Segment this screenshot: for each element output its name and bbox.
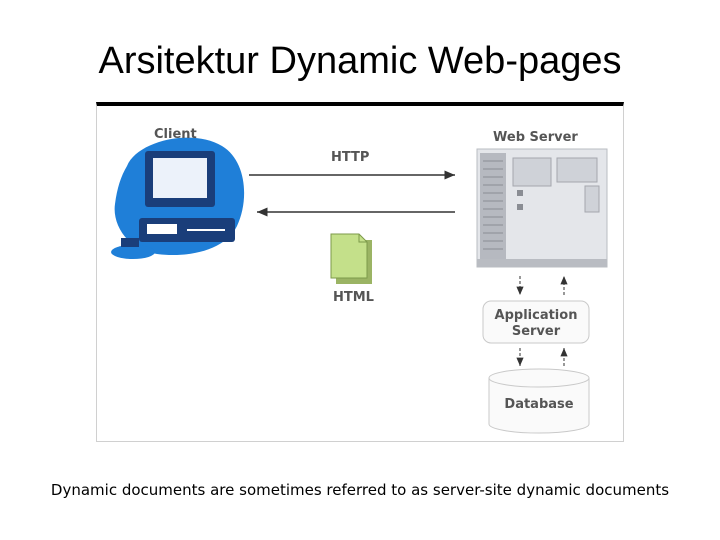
slide-title: Arsitektur Dynamic Web-pages bbox=[98, 40, 622, 82]
architecture-diagram-svg: Client HTTP HTML Web Server bbox=[111, 127, 608, 434]
application-server-label-line1: Application bbox=[495, 308, 578, 323]
client-computer-icon bbox=[111, 137, 245, 259]
application-server-box bbox=[482, 300, 590, 344]
html-label: HTML bbox=[333, 290, 374, 305]
http-label: HTTP bbox=[331, 150, 369, 165]
web-server-icon bbox=[476, 148, 608, 268]
database-label: Database bbox=[504, 397, 573, 412]
application-server-label-line2: Server bbox=[512, 324, 561, 339]
architecture-diagram: Client HTTP HTML Web Server bbox=[96, 102, 624, 442]
html-document-icon bbox=[330, 233, 372, 284]
database-icon bbox=[488, 368, 590, 434]
slide-caption: Dynamic documents are sometimes referred… bbox=[50, 481, 670, 499]
web-server-label: Web Server bbox=[493, 130, 578, 145]
client-label: Client bbox=[154, 127, 197, 142]
